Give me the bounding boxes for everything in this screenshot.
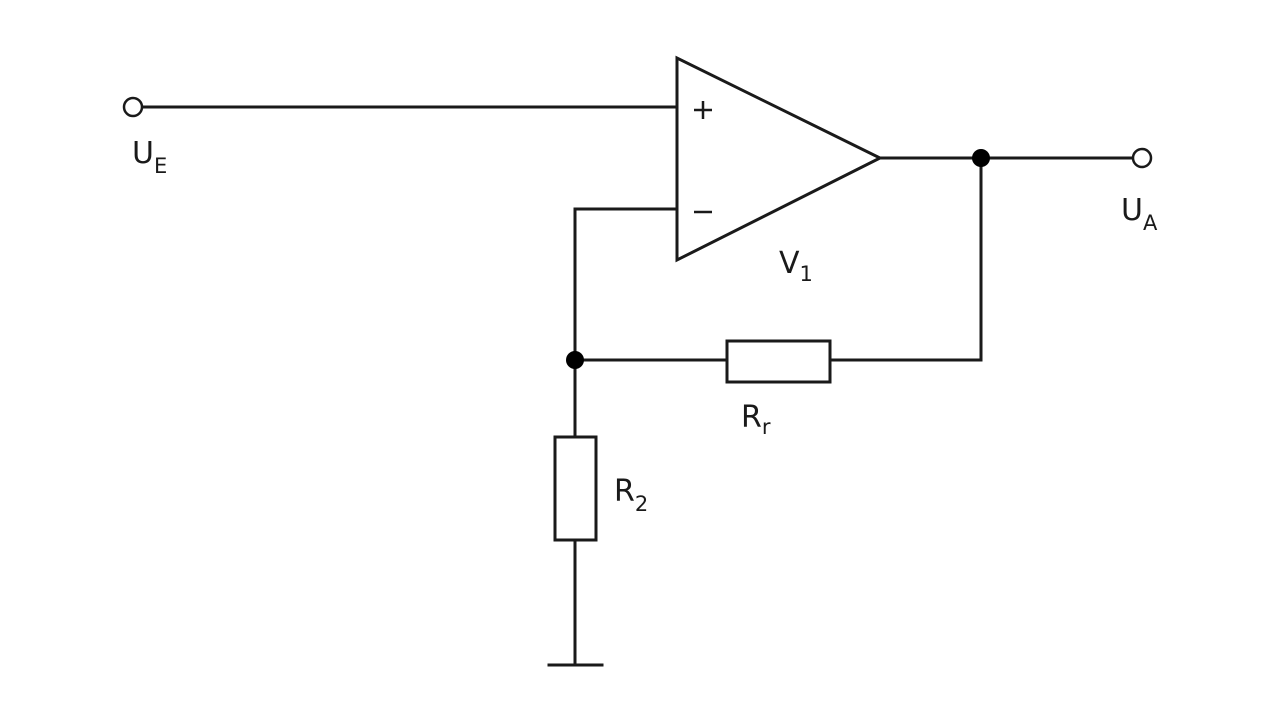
output-voltage-label: UA [1121,193,1158,235]
ground-resistor-label: R2 [614,474,648,516]
feedback-resistor-label: Rr [741,400,771,439]
inverting-input-wire [573,207,679,439]
opamp-label: V1 [779,246,813,286]
ground-resistor [553,435,598,542]
input-voltage-label: UE [132,136,167,178]
output-terminal [1131,147,1153,169]
output-junction-node [972,149,990,167]
feedback-junction-node [566,351,584,369]
plus-sign [694,101,712,119]
feedback-resistor [725,339,832,384]
feedback-wire-right [828,156,983,362]
opamp-triangle [675,55,884,263]
input-terminal [122,96,144,118]
